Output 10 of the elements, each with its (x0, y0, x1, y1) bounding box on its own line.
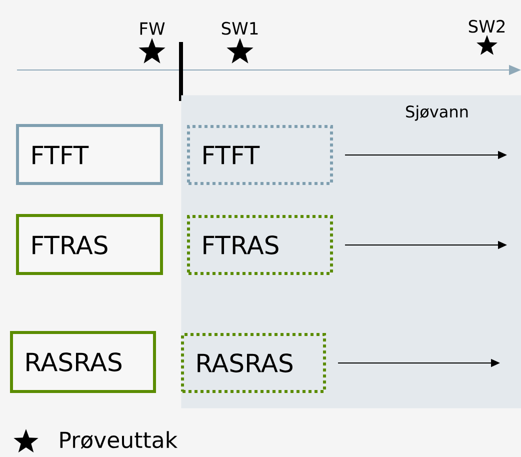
dotted-box: FTFT (187, 125, 333, 185)
group-box: FTRAS (16, 214, 163, 275)
legend-label: Prøveuttak (60, 431, 178, 449)
group-box: RASRAS (10, 331, 156, 393)
dotted-box: RASRAS (181, 333, 326, 393)
sample-label: SW1 (222, 22, 258, 35)
group-box: FTFT (16, 124, 163, 185)
dotted-box: FTRAS (187, 215, 333, 275)
sample-label: FW (140, 22, 165, 35)
sample-label: SW2 (468, 20, 505, 33)
